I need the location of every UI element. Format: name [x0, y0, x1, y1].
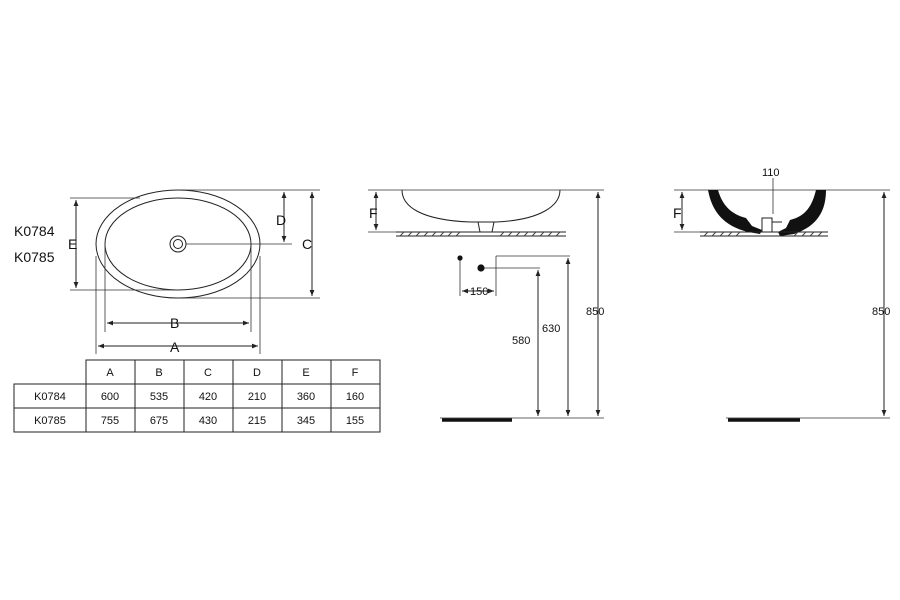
dim-label-a: A [170, 339, 180, 355]
table-cell: 360 [297, 391, 315, 403]
table-cell: K0784 [34, 391, 66, 403]
table-header-d: D [253, 367, 261, 379]
table-cell: 155 [346, 415, 364, 427]
dim-label-f: F [369, 205, 378, 221]
dim-150: 150 [470, 286, 488, 298]
basin-side-profile [401, 189, 561, 223]
countertop-hatch [399, 231, 561, 237]
table-cell: 535 [150, 391, 168, 403]
dim-580: 580 [512, 335, 530, 347]
table-header-c: C [204, 367, 212, 379]
table-cell: 215 [248, 415, 266, 427]
dim-label-c: C [302, 236, 312, 252]
table-cell: 430 [199, 415, 217, 427]
top-view: K0784 K0785 C D E B A [14, 189, 320, 355]
dim-850-section: 850 [872, 306, 890, 318]
model-label-1: K0784 [14, 223, 55, 239]
model-label-2: K0785 [14, 249, 55, 265]
table-header-b: B [155, 367, 162, 379]
supply-point [457, 255, 463, 261]
section-view: 110 F 850 [673, 167, 890, 422]
table-cell: 345 [297, 415, 315, 427]
drain-outer [169, 235, 187, 253]
waste-point [477, 264, 485, 272]
dim-label-f-section: F [673, 205, 682, 221]
table-cell: K0785 [34, 415, 66, 427]
table-cell: 675 [150, 415, 168, 427]
bowl-section-left-wall [708, 190, 762, 234]
dim-850-side: 850 [586, 306, 604, 318]
dim-630: 630 [542, 323, 560, 335]
dimension-table: A B C D E F K0784 600 535 420 210 360 16… [13, 359, 381, 433]
table-cell: 160 [346, 391, 364, 403]
dim-label-d: D [276, 212, 286, 228]
table-cell: 210 [248, 391, 266, 403]
table-cell: 420 [199, 391, 217, 403]
dim-label-b: B [170, 315, 179, 331]
table-header-f: F [352, 367, 359, 379]
table-header-e: E [302, 367, 309, 379]
table-header-a: A [106, 367, 114, 379]
bowl-section-right-wall [778, 190, 826, 236]
countertop-hatch-section [703, 231, 823, 237]
dim-110: 110 [762, 167, 780, 179]
table-cell: 600 [101, 391, 119, 403]
table-cell: 755 [101, 415, 119, 427]
dim-label-e: E [68, 236, 77, 252]
side-view: F 150 580 630 850 [368, 189, 604, 422]
drain-inner [173, 239, 183, 249]
